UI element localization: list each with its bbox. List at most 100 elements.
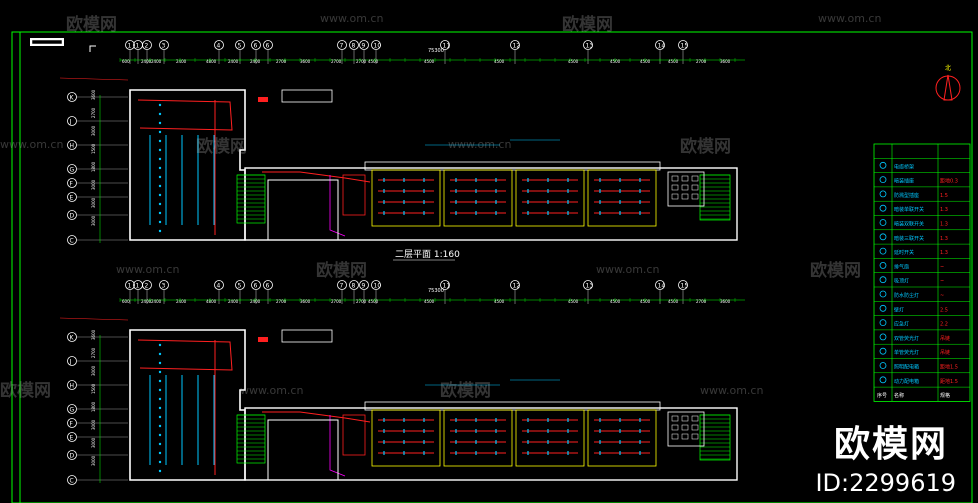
grid-col-label: 1 [128, 283, 132, 290]
stair-outline [699, 414, 731, 461]
corridor-strip [364, 161, 661, 171]
dim-value: 4500 [610, 59, 621, 64]
ceiling-lamp-icon [158, 121, 162, 125]
grid-col-label: 8 [352, 283, 356, 290]
grid-row-label: E [70, 435, 74, 442]
grid-col-bubble [251, 280, 261, 290]
row-dim-value: 1800 [91, 161, 96, 172]
dim-value: 4500 [494, 59, 505, 64]
toilet-fixture-icon [691, 433, 699, 440]
ceiling-lamp-icon [158, 220, 162, 224]
grid-row-bubble [67, 332, 77, 342]
annotation-leader [59, 77, 129, 81]
corner-mark [89, 45, 96, 52]
legend-spec: 距地0.3 [940, 178, 958, 185]
toilet-fixture-icon [671, 424, 679, 431]
ceiling-lamp-icon [158, 148, 162, 152]
legend-symbol-icon [879, 233, 887, 241]
grid-row-label: K [70, 335, 75, 342]
legend-spec: ~ [940, 279, 944, 285]
stair-core [267, 179, 339, 241]
dim-value: 2700 [696, 59, 707, 64]
legend-spec: 吊链 [940, 349, 950, 356]
grid-col-bubble [583, 280, 593, 290]
dim-value: 4500 [640, 59, 651, 64]
dim-value: 4500 [640, 299, 651, 304]
grid-col-label: 4 [217, 43, 221, 50]
title-plaque-inner [31, 39, 63, 45]
grid-col-label: 13 [586, 283, 594, 290]
dim-value: 3600 [300, 299, 311, 304]
ceiling-lamp-icon [158, 202, 162, 206]
stair-outline [699, 174, 731, 221]
grid-col-bubble [359, 280, 369, 290]
north-label: 北 [945, 64, 951, 72]
dim-value: 4500 [494, 299, 505, 304]
stair-core [267, 419, 339, 481]
toilet-fixture-icon [671, 415, 679, 422]
grid-col-label: 3 [162, 43, 166, 50]
row-dim-value: 3000 [91, 215, 96, 226]
east-wing-walls [244, 167, 738, 241]
grid-col-bubble [359, 40, 369, 50]
legend-spec: 2.5 [940, 307, 948, 313]
dim-value: 2400 [176, 59, 187, 64]
distribution-box-icon [281, 329, 333, 343]
legend-spec: 吊链 [940, 335, 950, 342]
grid-col-label: 15 [681, 43, 689, 50]
dim-value: 2700 [276, 59, 287, 64]
toilet-fixture-icon [681, 433, 689, 440]
ceiling-lamp-icon [158, 415, 162, 419]
legend-symbol-icon [879, 190, 887, 198]
toilet-fixture-icon [691, 184, 699, 191]
grid-col-label: 11 [443, 43, 451, 50]
dim-value: 4500 [568, 299, 579, 304]
ceiling-lamp-icon [158, 361, 162, 365]
dim-value: 4500 [424, 299, 435, 304]
grid-row-bubble [67, 432, 77, 442]
dim-value: 2700 [356, 59, 367, 64]
legend-name: 照明配电箱 [894, 364, 919, 371]
row-dim-value: 3000 [91, 197, 96, 208]
dim-value: 4500 [568, 59, 579, 64]
grid-col-bubble [655, 280, 665, 290]
legend-name: 双管荧光灯 [894, 335, 919, 342]
row-dim-value: 3000 [91, 419, 96, 430]
grid-row-bubble [67, 178, 77, 188]
grid-row-label: H [70, 383, 75, 390]
dim-value: 2400 [151, 299, 162, 304]
legend-symbol-icon [879, 161, 887, 169]
legend-symbol-icon [879, 276, 887, 284]
toilet-fixture-icon [691, 415, 699, 422]
classroom-outline [371, 169, 441, 227]
grid-row-bubble [67, 418, 77, 428]
legend-name: 防水防尘灯 [894, 292, 919, 299]
dim-value: 600 [122, 59, 130, 64]
grid-row-label: H [70, 143, 75, 150]
ceiling-lamp-icon [158, 397, 162, 401]
row-dim-value: 3000 [91, 179, 96, 190]
grid-col-bubble [337, 40, 347, 50]
row-dim-value: 3000 [91, 437, 96, 448]
toilet-fixture-icon [681, 175, 689, 182]
toilet-fixture-icon [691, 193, 699, 200]
dim-total: 75300 [428, 48, 444, 54]
dim-value: 2400 [141, 299, 152, 304]
legend-symbol-icon [879, 247, 887, 255]
ceiling-lamp-icon [158, 460, 162, 464]
dim-value: 4500 [610, 299, 621, 304]
ceiling-lamp-icon [158, 451, 162, 455]
feeder-wire [262, 171, 371, 183]
legend-symbol-icon [879, 319, 887, 327]
distribution-box-icon [281, 89, 333, 103]
grid-row-bubble [67, 192, 77, 202]
grid-col-bubble [251, 40, 261, 50]
dim-value: 4800 [206, 59, 217, 64]
classroom-outline [371, 409, 441, 467]
ceiling-lamp-icon [158, 370, 162, 374]
legend-spec: 2.2 [940, 322, 948, 328]
ceiling-lamp-icon [158, 343, 162, 347]
grid-row-bubble [67, 404, 77, 414]
grid-col-label: 14 [658, 283, 666, 290]
